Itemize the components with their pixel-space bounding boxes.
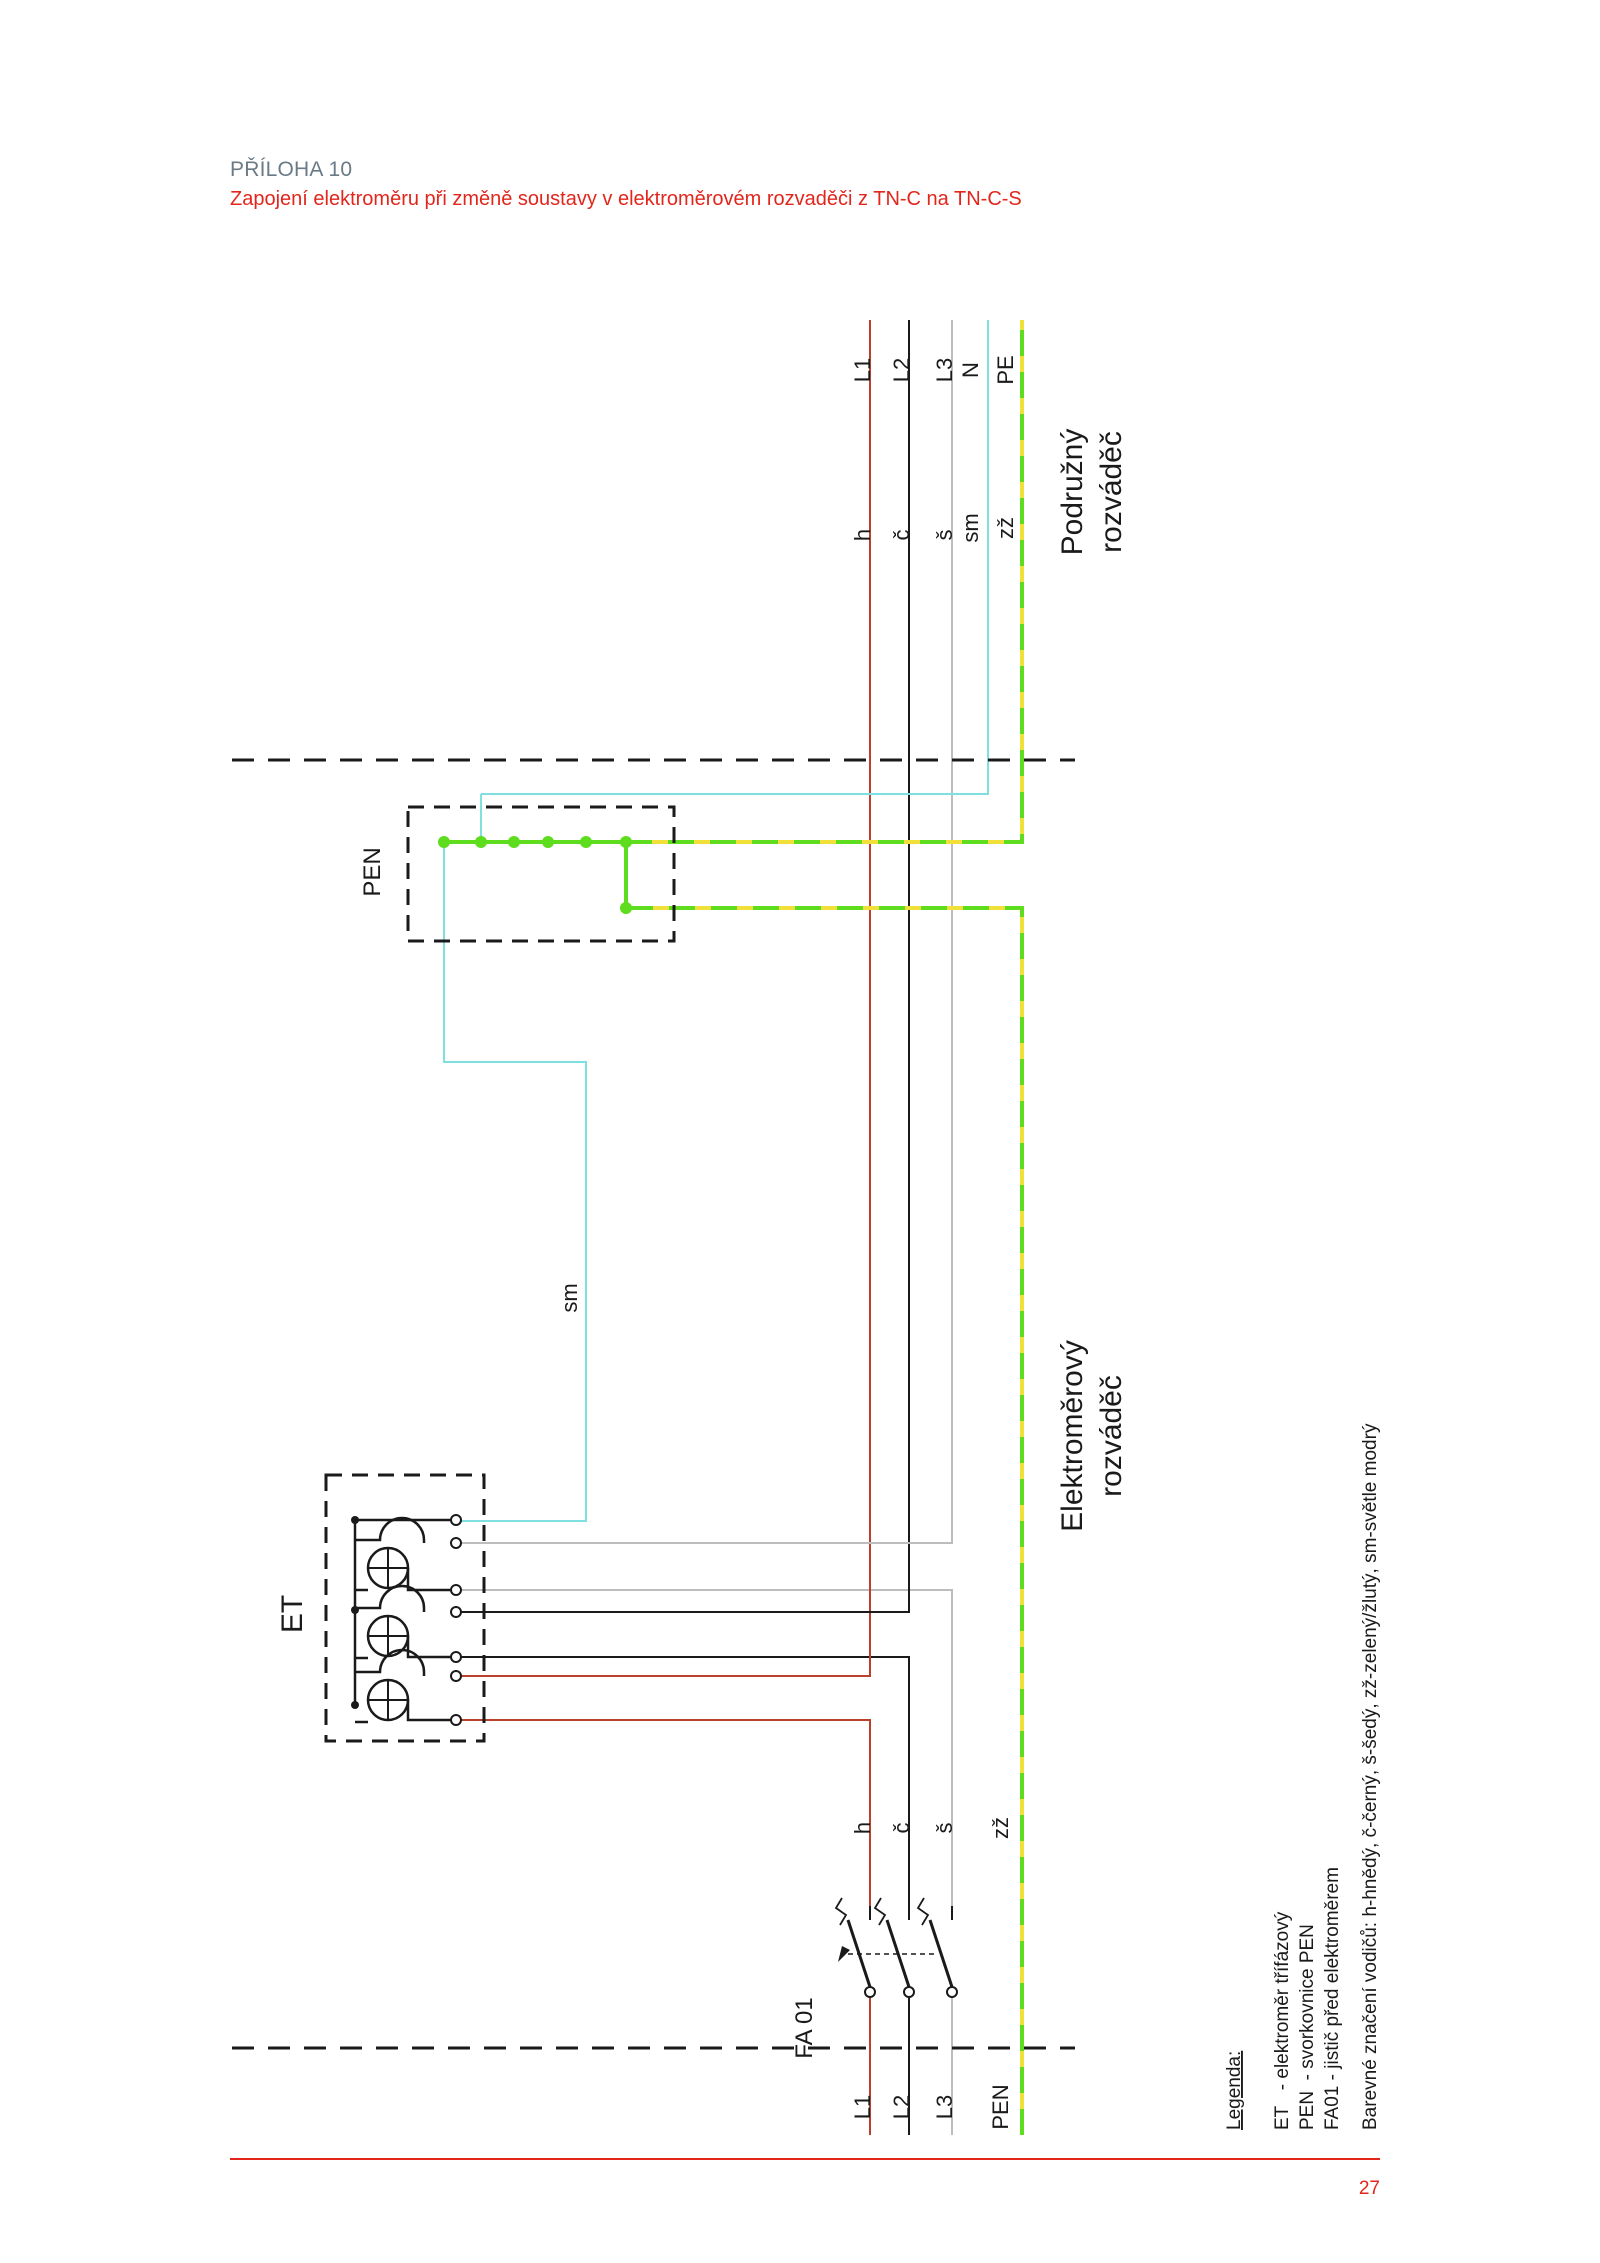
appendix-label: PŘÍLOHA 10: [230, 158, 353, 181]
meter-label: ET: [276, 1595, 309, 1633]
footer-rule: [230, 2158, 1380, 2160]
out-label-l2: L2: [889, 358, 914, 382]
breaker-arrow-icon: [838, 1946, 850, 1962]
zone-sub-board-line1: Podružný: [1056, 429, 1089, 556]
wire-l2-to-meter: [456, 1656, 910, 1906]
in-code-brown: h: [850, 1822, 875, 1834]
wire-l2-out: [456, 320, 910, 1613]
meter-coil-loop-3: [355, 1648, 426, 1676]
meter-terminal-3: [450, 1584, 462, 1596]
wire-n-meter: [443, 843, 587, 1522]
meter-coil-feed-3: [406, 1700, 456, 1722]
breaker-contact-low-1: [864, 1986, 876, 1998]
pen-terminal-block: [438, 836, 632, 914]
pen-terminal-dot-1: [438, 836, 450, 848]
terminal-label: PEN: [359, 847, 386, 896]
meter-coil-loop-1: [355, 1516, 426, 1543]
out-code-green-yellow: zž: [993, 517, 1018, 539]
meter-coil-feed-2: [406, 1636, 456, 1659]
pen-terminal-dot-5: [580, 836, 592, 848]
wire-l3-to-meter: [456, 1589, 953, 1906]
meter-coil-feed-1: [406, 1568, 456, 1592]
wire-pen-in-yellow: [626, 906, 1024, 2135]
wire-l1-out: [456, 320, 871, 1677]
out-label-pe: PE: [993, 355, 1018, 384]
meter-terminal-1: [450, 1514, 462, 1526]
in-code-green-yellow: zž: [988, 1817, 1013, 1839]
breaker-trip-mark-2: [873, 1897, 887, 1926]
out-label-n: N: [958, 362, 983, 378]
in-code-grey: š: [932, 1823, 957, 1834]
meter-terminal-6: [450, 1670, 462, 1682]
meter-coil-loop-2: [355, 1584, 426, 1612]
meter-terminal-5: [450, 1651, 462, 1663]
page-number: 27: [1358, 2178, 1380, 2199]
in-code-black: č: [889, 1823, 914, 1834]
meter-terminal-2: [450, 1537, 462, 1549]
legend-colors-note: Barevné značení vodičů: h-hnědý, č-černý…: [1360, 1423, 1381, 2130]
legend-title: Legenda:: [1224, 2051, 1245, 2130]
wire-pen-in-green: [626, 906, 1024, 2135]
in-label-pen: PEN: [988, 2084, 1013, 2129]
legend-item-pen: PEN - svorkovnice PEN: [1297, 1924, 1318, 2130]
out-code-brown: h: [850, 529, 875, 541]
legend-item-fa01: FA01 - jistič před elektroměrem: [1322, 1867, 1343, 2130]
zone-meter-board-line2: rozváděč: [1095, 1375, 1128, 1497]
breaker-blade-3: [928, 1919, 954, 1988]
in-label-l2: L2: [889, 2095, 914, 2119]
breaker-fa01: [834, 1897, 958, 1998]
meter-box: [324, 1473, 486, 1743]
out-label-l1: L1: [850, 358, 875, 382]
meter-internals: [351, 1514, 462, 1726]
wire-l3-out: [456, 320, 953, 1544]
zone-sub-board-line2: rozváděč: [1095, 431, 1128, 553]
breaker-trip-mark-3: [916, 1897, 930, 1926]
pen-terminal-dot-2: [475, 836, 487, 848]
out-code-black: č: [889, 530, 914, 541]
pen-terminal-dot-4: [542, 836, 554, 848]
wire-pe-out-green: [626, 320, 1024, 844]
pen-terminal-box: [406, 805, 676, 943]
breaker-contact-low-2: [903, 1986, 915, 1998]
in-label-l3: L3: [932, 2095, 957, 2119]
out-label-l3: L3: [932, 358, 957, 382]
in-label-l1: L1: [850, 2095, 875, 2119]
wire-pe-out-yellow: [626, 320, 1024, 844]
pen-terminal-dot-in: [620, 902, 632, 914]
diagram-title: Zapojení elektroměru při změně soustavy …: [230, 188, 1022, 210]
sm-wire-label: sm: [557, 1283, 582, 1312]
out-code-light-blue: sm: [958, 513, 983, 542]
breaker-trip-mark-1: [834, 1897, 848, 1926]
pen-terminal-dot-3: [508, 836, 520, 848]
breaker-label: FA 01: [791, 1997, 818, 2058]
meter-terminal-7: [450, 1714, 462, 1726]
legend-item-et: ET - elektroměr třífázový: [1272, 1911, 1293, 2130]
wire-l1-to-meter: [456, 1719, 871, 1906]
wire-layer: [443, 320, 1024, 2135]
page-header: PŘÍLOHA 10 Zapojení elektroměru při změn…: [230, 158, 1022, 211]
out-code-grey: š: [932, 530, 957, 541]
breaker-contact-low-3: [946, 1986, 958, 1998]
meter-terminal-4: [450, 1606, 462, 1618]
pen-terminal-dot-6: [620, 836, 632, 848]
wire-n-out: [481, 320, 989, 795]
meter-bus-node-3: [351, 1701, 359, 1709]
zone-meter-board-line1: Elektroměrový: [1056, 1340, 1089, 1532]
